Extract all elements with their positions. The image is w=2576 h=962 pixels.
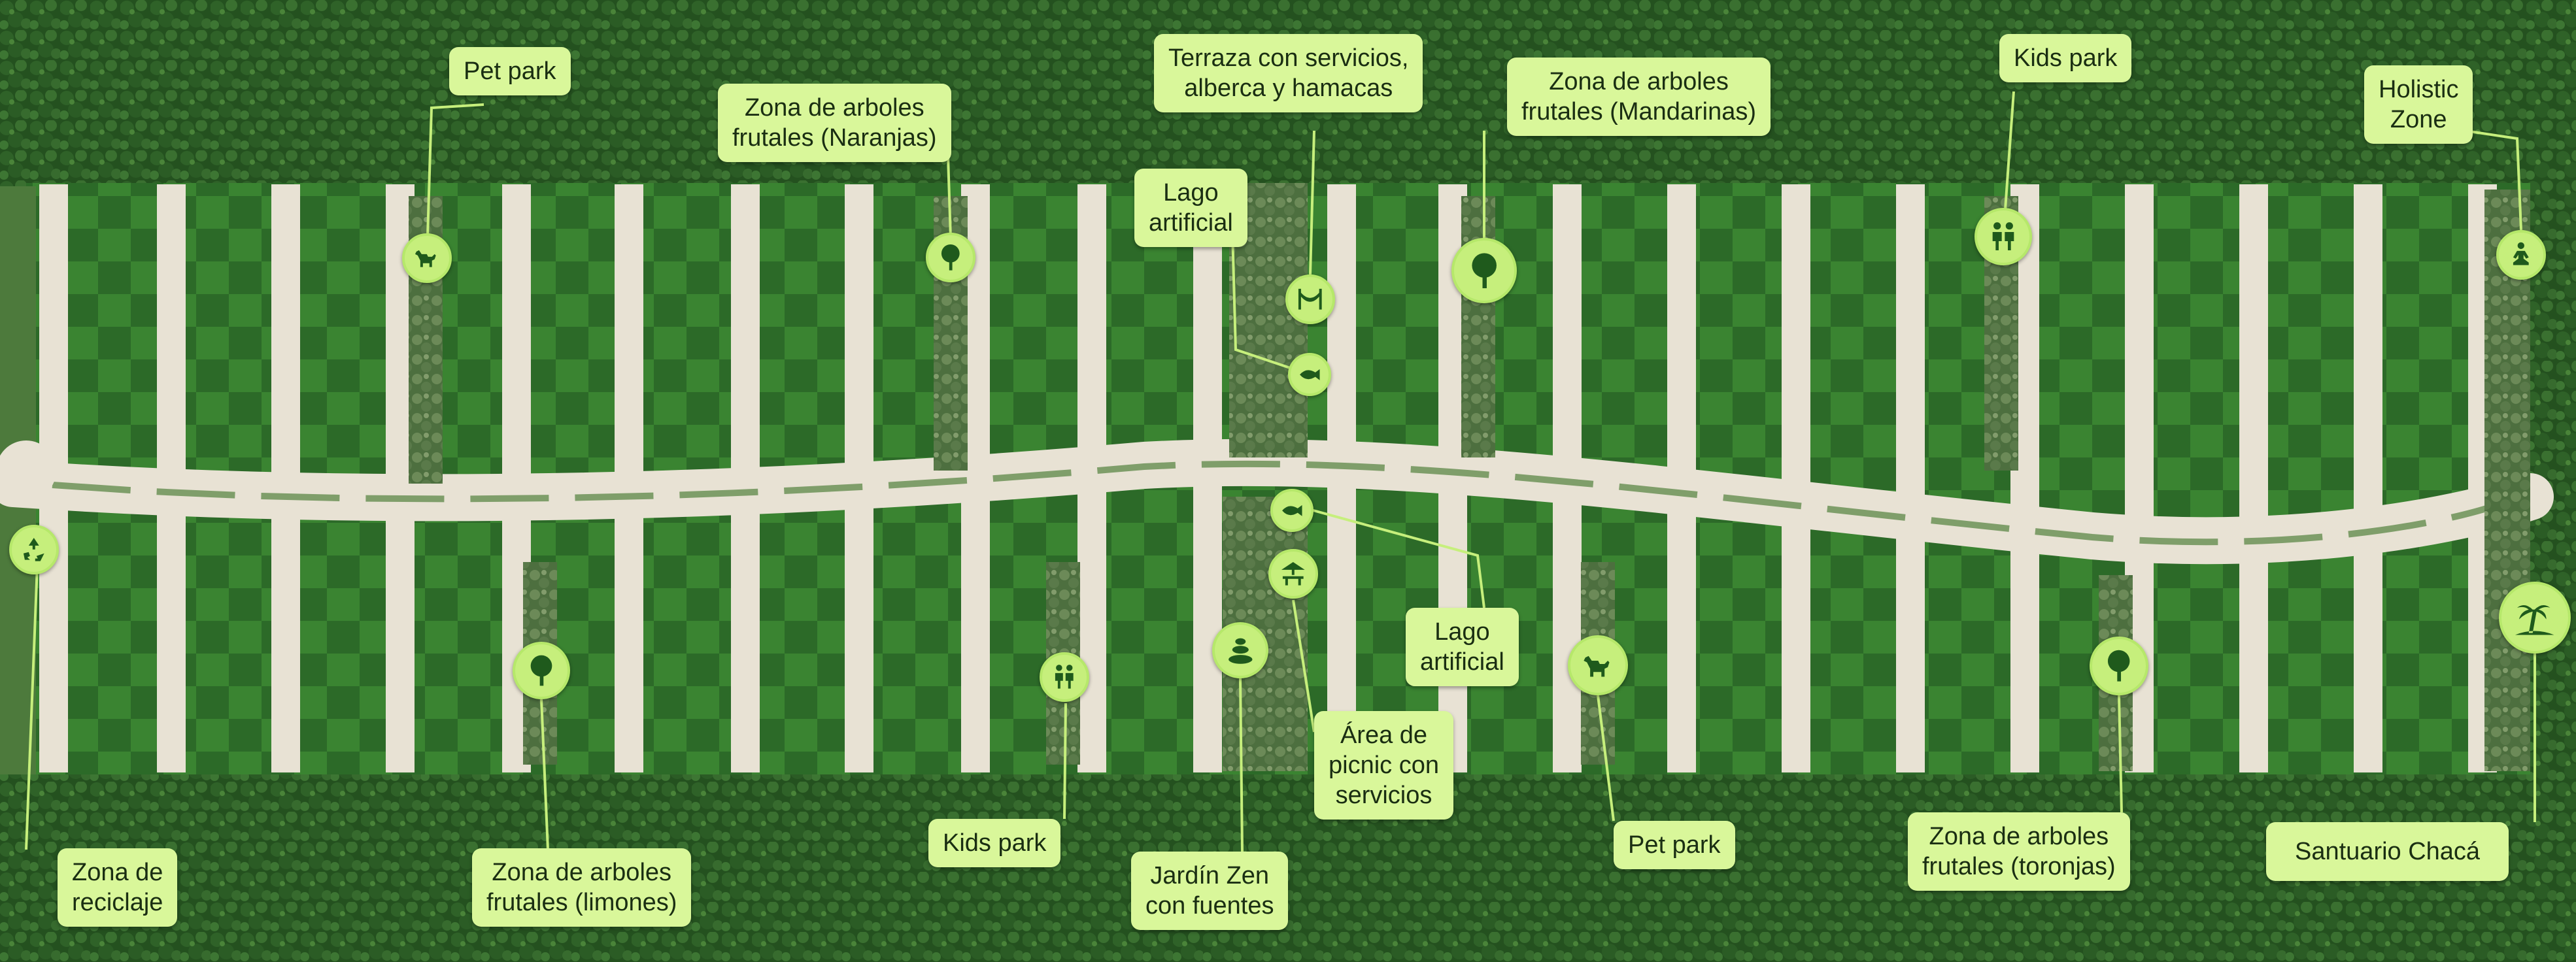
fish-icon[interactable] [1270,489,1313,532]
tree-icon[interactable] [2090,637,2148,695]
leader-line [2118,695,2123,813]
green-strip [2484,190,2530,771]
leader-line [1597,695,1615,821]
leader-line [540,699,549,850]
kids-icon[interactable] [1040,652,1089,702]
leader-line [1239,678,1244,852]
meditation-icon[interactable] [2496,230,2546,280]
picnic-icon[interactable] [1268,549,1318,599]
dog-icon[interactable] [1568,635,1628,695]
tree-icon[interactable] [1451,238,1517,303]
boulevard-median [52,460,2512,546]
green-strip [1461,196,1495,457]
street [2239,184,2268,772]
roundabout [0,440,56,501]
dog-icon[interactable] [402,233,452,283]
label-santuario-chaca: Santuario Chacá [2266,822,2509,881]
street [1896,184,1925,772]
leader-line [1292,599,1315,733]
leader-line [1309,130,1315,275]
zen-stones-icon[interactable] [1212,622,1268,678]
leader-line [426,103,484,259]
leader-line [25,548,39,850]
leader-line [1310,508,1485,608]
kids-icon[interactable] [1974,208,2032,265]
label-pet-park-south: Pet park [1614,821,1735,869]
hammock-icon[interactable] [1285,274,1335,324]
label-kids-park-north: Kids park [1999,34,2132,82]
street [1782,184,1810,772]
label-pet-park-north: Pet park [449,47,571,95]
label-terrace-pool-hammocks: Terraza con servicios,alberca y hamacas [1154,34,1423,112]
street [2354,184,2382,772]
label-kids-park-south: Kids park [928,819,1061,867]
leader-line [2464,129,2522,231]
leader-line [1063,703,1067,820]
fish-icon[interactable] [1288,353,1331,396]
leader-line [1231,231,1310,376]
recycle-icon[interactable] [9,525,59,574]
tree-icon[interactable] [513,642,570,699]
leader-lines [25,91,2536,852]
tree-icon[interactable] [926,233,975,282]
palm-island-icon[interactable] [2499,582,2571,654]
